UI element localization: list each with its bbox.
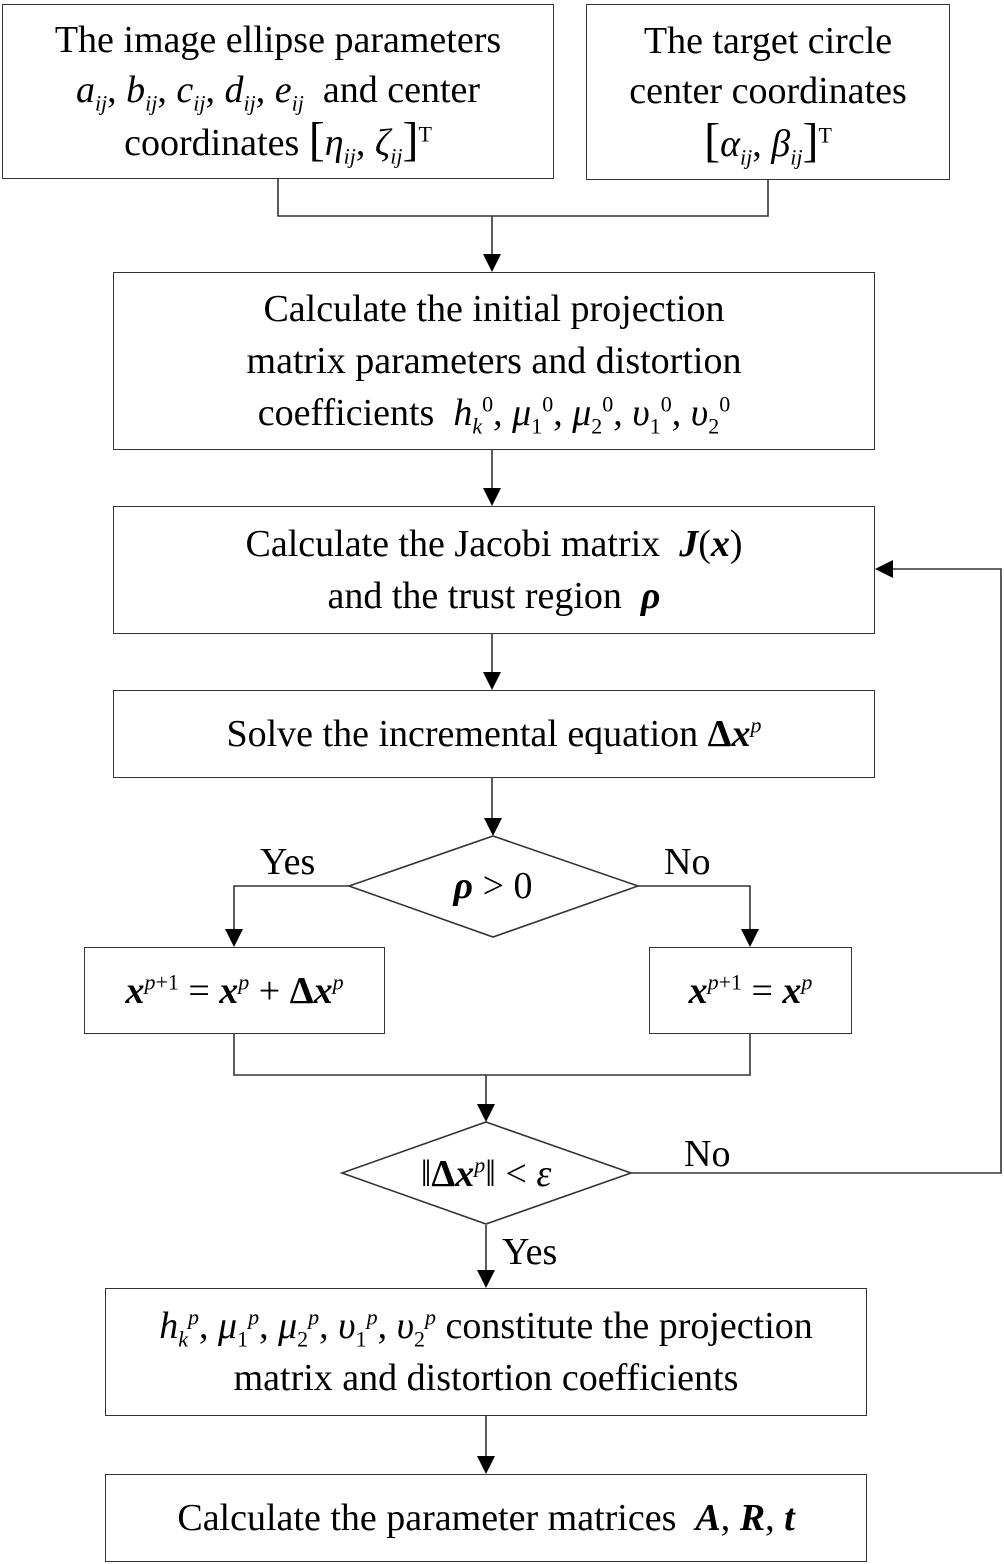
coordinates-text: coordinates: [124, 122, 300, 164]
arrowhead-loop: [875, 560, 893, 578]
jacobi-text: Calculate the Jacobi matrix: [245, 523, 661, 565]
target-circle-line1: The target circle: [643, 19, 893, 62]
trust-region-text: and the trust region: [327, 575, 622, 617]
loop-no-label: No: [684, 1133, 731, 1175]
initial-projection-line3: coefficients hk0, μ10, μ20, υ10, υ20: [257, 391, 731, 439]
yes-branch-label: Yes: [260, 841, 316, 883]
final-box: Calculate the parameter matrices A, R, t: [105, 1474, 867, 1562]
constitute-line1: hkp, μ1p, μ2p, υ1p, υ2p constitute the p…: [159, 1304, 813, 1352]
arrowhead-convergence: [477, 1104, 495, 1122]
ellipse-parameters-line2: aij, bij, cij, dij, eij and center: [75, 69, 481, 116]
arrowhead-jacobi: [483, 488, 501, 506]
no-branch-line: [638, 885, 751, 932]
solve-line1: Solve the incremental equation Δxp: [226, 712, 762, 755]
arrowhead-constitute: [477, 1270, 495, 1288]
no-branch-label: No: [664, 841, 711, 883]
arrowhead-initial: [483, 254, 501, 272]
decision-rho-label: ρ > 0: [453, 865, 533, 907]
initial-projection-box: Calculate the initial projection matrix …: [113, 272, 875, 450]
constitute-line2: matrix and distortion coefficients: [233, 1357, 739, 1399]
arrowhead-yes-branch: [225, 929, 243, 947]
update-merge-line: [233, 1034, 751, 1076]
solve-text: Solve the incremental equation: [226, 713, 699, 755]
arrowhead-decision: [484, 818, 502, 836]
ellipse-parameters-line3: coordinates [ηij, ζij]T: [124, 113, 432, 169]
target-circle-line3: [αij, βij]T: [704, 113, 832, 170]
constitute-text: constitute the projection: [445, 1305, 813, 1347]
update-no-box: xp+1 = xp: [649, 947, 852, 1034]
arrowhead-solve: [483, 672, 501, 690]
arrowhead-no-branch: [741, 929, 759, 947]
jacobi-line1: Calculate the Jacobi matrix J(x): [245, 523, 743, 565]
arrowhead-final: [477, 1456, 495, 1474]
jacobi-line2: and the trust region ρ: [327, 575, 661, 617]
yes-down-label: Yes: [502, 1231, 558, 1273]
initial-projection-line1: Calculate the initial projection: [263, 288, 725, 330]
update-no-formula: xp+1 = xp: [688, 968, 813, 1012]
final-text: Calculate the parameter matrices: [177, 1497, 677, 1539]
jacobi-box: Calculate the Jacobi matrix J(x) and the…: [113, 506, 875, 634]
coefficients-text: coefficients: [257, 392, 435, 434]
initial-projection-line2: matrix parameters and distortion: [246, 340, 742, 382]
update-yes-box: xp+1 = xp + Δxp: [84, 947, 385, 1034]
target-circle-line2: center coordinates: [629, 69, 907, 112]
target-circle-box: The target circle center coordinates [αi…: [586, 4, 950, 180]
decision-rho-diamond: [346, 835, 641, 938]
convergence-label: ‖Δxp‖ < ε: [420, 1152, 552, 1195]
yes-branch-line: [233, 885, 349, 932]
ellipse-parameters-line1: The image ellipse parameters: [54, 19, 502, 61]
constitute-box: hkp, μ1p, μ2p, υ1p, υ2p constitute the p…: [105, 1288, 867, 1416]
ellipse-parameters-box: The image ellipse parameters aij, bij, c…: [2, 4, 554, 179]
merge-connector: [277, 178, 769, 217]
convergence-diamond: [339, 1121, 634, 1225]
final-line1: Calculate the parameter matrices A, R, t: [177, 1497, 795, 1539]
update-yes-formula: xp+1 = xp + Δxp: [125, 968, 344, 1012]
solve-box: Solve the incremental equation Δxp: [113, 690, 875, 778]
and-center-text: and center: [322, 69, 481, 111]
loop-back-line: [631, 568, 1002, 1174]
